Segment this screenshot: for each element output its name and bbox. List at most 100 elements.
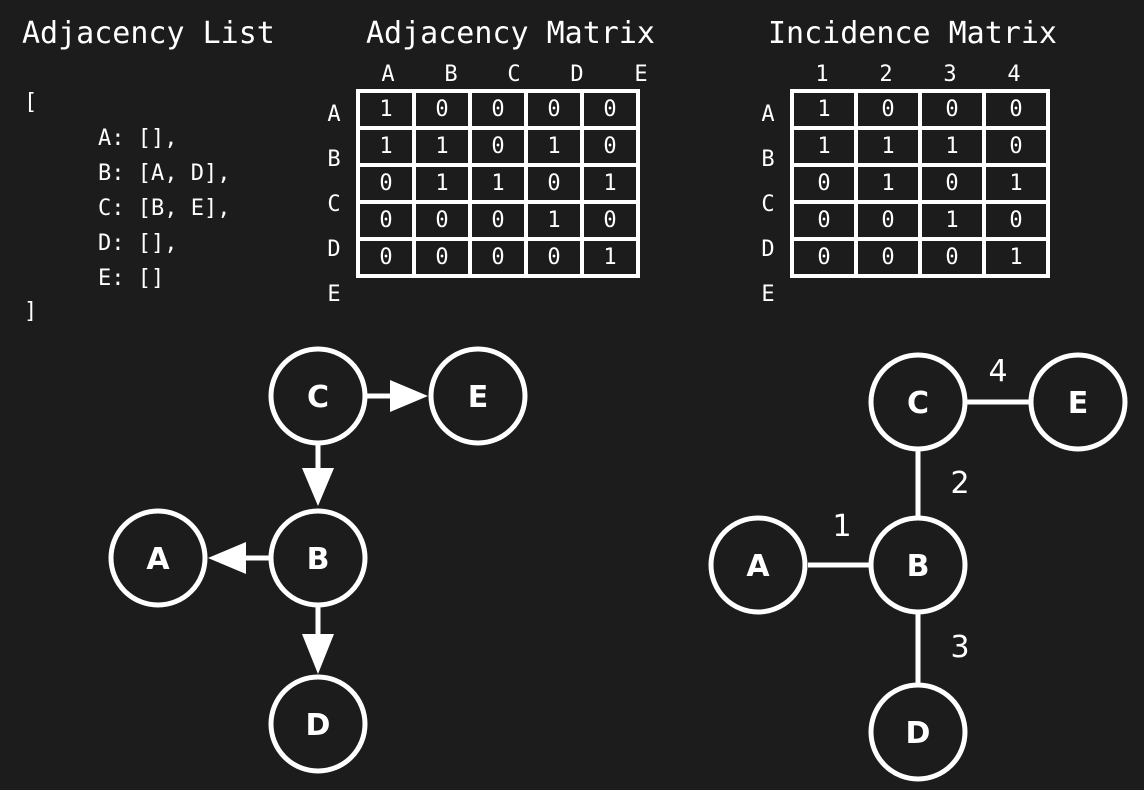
graph-node: E [1028,352,1128,452]
matrix-row-header: D [327,237,341,262]
matrix-cell: 1 [524,200,584,241]
matrix-cell: 1 [412,126,472,167]
matrix-cell: 0 [982,126,1050,167]
matrix-row: 1 0 0 0 [790,89,1050,130]
matrix-cell: 0 [412,237,472,278]
matrix-row-header: E [327,282,341,307]
matrix-cell: 0 [580,89,640,130]
matrix-row: 0 0 1 0 [790,200,1050,241]
matrix-row: 1 0 0 0 0 [356,89,640,130]
edge-label: 4 [988,354,1007,389]
matrix-cell: 1 [918,200,986,241]
matrix-cell: 0 [790,237,858,278]
matrix-cell: 0 [524,237,584,278]
node-label: A [146,542,170,577]
matrix-col-header: 2 [879,62,893,87]
matrix-cell: 0 [580,126,640,167]
matrix-row: 0 0 0 1 0 [356,200,640,241]
graph-node: B [268,508,368,608]
incidence-matrix-title: Incidence Matrix [768,16,1057,51]
matrix-cell: 0 [854,89,922,130]
matrix-cell: 0 [468,126,528,167]
matrix-cell: 0 [918,163,986,204]
adjacency-list-entry: D: [], [98,231,178,256]
undirected-graph: 1 2 3 4 C E B A D [708,352,1128,782]
adjacency-list-entry: A: [], [98,126,178,151]
matrix-cell: 1 [854,126,922,167]
matrix-cell: 1 [580,163,640,204]
matrix-cell: 1 [982,237,1050,278]
matrix-row-header: B [761,147,775,172]
matrix-cell: 0 [468,200,528,241]
edge-label: 2 [950,466,969,501]
directed-edge [366,380,428,412]
matrix-cell: 1 [854,163,922,204]
matrix-cell: 1 [356,89,416,130]
matrix-cell: 0 [356,200,416,241]
directed-graph-edges [208,380,428,674]
node-label: B [907,549,930,584]
matrix-cell: 0 [982,200,1050,241]
matrix-cell: 0 [468,89,528,130]
matrix-cell: 0 [580,200,640,241]
matrix-cell: 0 [356,163,416,204]
matrix-row: 1 1 0 1 0 [356,126,640,167]
undirected-graph-nodes: C E B A D [708,352,1128,782]
adjacency-list-open-bracket: [ [24,90,38,115]
matrix-cell: 0 [982,89,1050,130]
matrix-cell: 1 [982,163,1050,204]
directed-edge [208,542,270,574]
matrix-col-header: D [570,62,584,87]
node-label: B [307,542,330,577]
matrix-cell: 0 [356,237,416,278]
graph-node: A [108,508,208,608]
matrix-cell: 0 [412,200,472,241]
matrix-cell: 0 [412,89,472,130]
graph-node: C [868,352,968,452]
graph-node: C [268,346,368,446]
matrix-cell: 1 [412,163,472,204]
matrix-cell: 1 [580,237,640,278]
adjacency-matrix-title: Adjacency Matrix [366,16,655,51]
adjacency-list-close-bracket: ] [24,299,38,324]
adjacency-list-entry: C: [B, E], [98,196,231,221]
matrix-row-header: A [327,102,341,127]
edge-labels: 1 2 3 4 [832,354,1007,665]
matrix-row: 0 0 0 1 [790,237,1050,278]
matrix-cell: 1 [918,126,986,167]
graph-node: E [428,346,528,446]
matrix-cell: 1 [524,126,584,167]
adjacency-list-entry: E: [] [98,266,165,291]
matrix-cell: 0 [790,200,858,241]
adjacency-list-entry: B: [A, D], [98,161,231,186]
matrix-cell: 0 [524,163,584,204]
matrix-cell: 1 [790,126,858,167]
directed-graph-nodes: C E B A D [108,346,528,774]
matrix-cell: 0 [854,237,922,278]
matrix-cell: 0 [468,237,528,278]
matrix-row-header: B [327,147,341,172]
matrix-row: 0 1 0 1 [790,163,1050,204]
matrix-col-header: B [444,62,458,87]
matrix-cell: 0 [790,163,858,204]
matrix-cell: 0 [918,237,986,278]
matrix-row-header: A [761,102,775,127]
edge-label: 1 [832,509,851,544]
matrix-row-header: C [761,192,775,217]
matrix-cell: 1 [468,163,528,204]
matrix-col-header: 3 [943,62,957,87]
incidence-matrix-grid: 1 0 0 0 1 1 1 0 0 1 0 1 0 0 1 0 0 0 0 1 [790,89,1050,278]
directed-edge [302,606,334,674]
matrix-col-header: C [507,62,521,87]
matrix-col-header: 1 [815,62,829,87]
directed-edge [302,444,334,506]
matrix-row: 1 1 1 0 [790,126,1050,167]
matrix-row-header: C [327,192,341,217]
node-label: D [306,708,331,743]
graph-node: D [268,674,368,774]
graph-node: A [708,515,808,615]
matrix-row: 0 1 1 0 1 [356,163,640,204]
matrix-row-header: D [761,237,775,262]
undirected-graph-edges [808,399,1030,685]
